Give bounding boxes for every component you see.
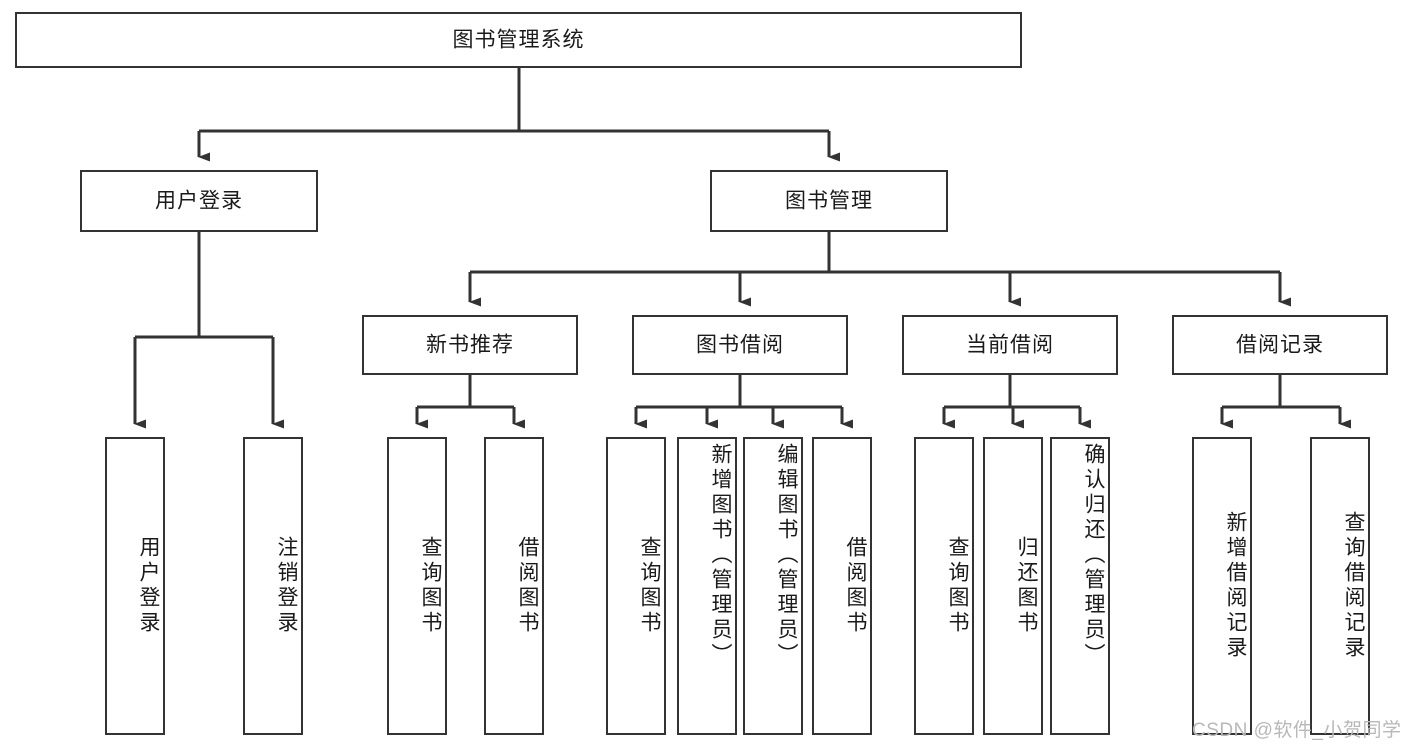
node-root-label: 图书管理系统: [452, 28, 585, 52]
node-leaf-logout-login-label: 注销登录: [275, 536, 298, 636]
node-leaf-confirm-return[interactable]: 确认归还（管理员）: [1050, 437, 1110, 735]
node-leaf-user-login-label: 用户登录: [137, 536, 160, 636]
node-leaf-user-login[interactable]: 用户登录: [105, 437, 165, 735]
node-user-login[interactable]: 用户登录: [80, 170, 318, 232]
node-leaf-query-record[interactable]: 查询借阅记录: [1310, 437, 1370, 735]
node-leaf-add-record-label: 新增借阅记录: [1224, 511, 1247, 661]
leaf-confirm-return-inner: 确认归还（管理员）: [1052, 439, 1108, 733]
node-borrow-record[interactable]: 借阅记录: [1172, 315, 1388, 375]
node-leaf-return-book[interactable]: 归还图书: [983, 437, 1043, 735]
node-leaf-add-book[interactable]: 新增图书（管理员）: [677, 437, 737, 735]
node-book-manage-label: 图书管理: [785, 189, 873, 213]
node-current-borrow[interactable]: 当前借阅: [902, 315, 1118, 375]
node-new-book-recommend[interactable]: 新书推荐: [362, 315, 578, 375]
node-leaf-edit-book-label: 编辑图书（管理员）: [775, 443, 798, 668]
leaf-query-book-3-inner: 查询图书: [916, 439, 972, 733]
node-leaf-borrow-book-2[interactable]: 借阅图书: [812, 437, 872, 735]
node-current-borrow-label: 当前借阅: [966, 333, 1054, 357]
node-leaf-query-book-1-label: 查询图书: [419, 536, 442, 636]
node-leaf-query-book-2-label: 查询图书: [638, 536, 661, 636]
node-new-book-recommend-label: 新书推荐: [426, 333, 514, 357]
leaf-logout-login-inner: 注销登录: [245, 439, 301, 733]
node-leaf-query-book-3[interactable]: 查询图书: [914, 437, 974, 735]
node-book-manage[interactable]: 图书管理: [710, 170, 948, 232]
leaf-query-book-2-inner: 查询图书: [608, 439, 664, 733]
node-leaf-add-book-label: 新增图书（管理员）: [709, 443, 732, 668]
node-leaf-confirm-return-label: 确认归还（管理员）: [1082, 443, 1105, 668]
node-book-borrow[interactable]: 图书借阅: [632, 315, 848, 375]
watermark: CSDN @软件_小贺同学: [1192, 720, 1402, 741]
leaf-return-book-inner: 归还图书: [985, 439, 1041, 733]
node-leaf-logout-login[interactable]: 注销登录: [243, 437, 303, 735]
node-borrow-record-label: 借阅记录: [1236, 333, 1324, 357]
node-leaf-edit-book[interactable]: 编辑图书（管理员）: [743, 437, 803, 735]
leaf-add-record-inner: 新增借阅记录: [1194, 439, 1250, 733]
leaf-query-book-1-inner: 查询图书: [389, 439, 445, 733]
node-leaf-query-book-3-label: 查询图书: [946, 536, 969, 636]
node-leaf-add-record[interactable]: 新增借阅记录: [1192, 437, 1252, 735]
leaf-user-login-inner: 用户登录: [107, 439, 163, 733]
leaf-query-record-inner: 查询借阅记录: [1312, 439, 1368, 733]
node-user-login-label: 用户登录: [155, 189, 243, 213]
leaf-borrow-book-2-inner: 借阅图书: [814, 439, 870, 733]
node-leaf-query-book-1[interactable]: 查询图书: [387, 437, 447, 735]
leaf-borrow-book-1-inner: 借阅图书: [486, 439, 542, 733]
node-root[interactable]: 图书管理系统: [15, 12, 1022, 68]
node-leaf-query-record-label: 查询借阅记录: [1342, 511, 1365, 661]
leaf-add-book-inner: 新增图书（管理员）: [679, 439, 735, 733]
node-leaf-return-book-label: 归还图书: [1015, 536, 1038, 636]
node-leaf-borrow-book-1[interactable]: 借阅图书: [484, 437, 544, 735]
node-leaf-borrow-book-1-label: 借阅图书: [516, 536, 539, 636]
node-book-borrow-label: 图书借阅: [696, 333, 784, 357]
node-leaf-borrow-book-2-label: 借阅图书: [844, 536, 867, 636]
leaf-edit-book-inner: 编辑图书（管理员）: [745, 439, 801, 733]
node-leaf-query-book-2[interactable]: 查询图书: [606, 437, 666, 735]
